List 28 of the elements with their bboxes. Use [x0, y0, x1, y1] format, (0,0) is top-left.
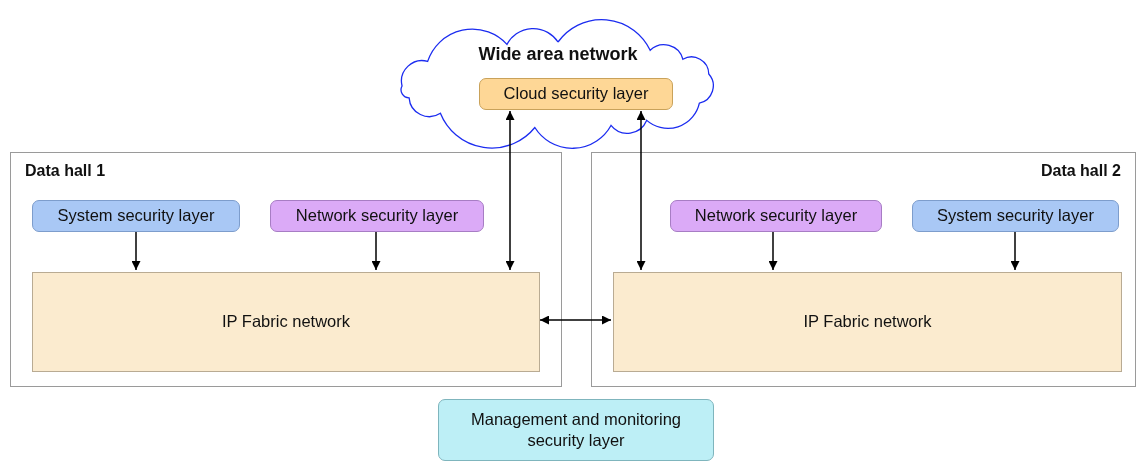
- box-label: Network security layer: [295, 205, 459, 227]
- layer-box: [479, 78, 673, 110]
- arrow: [1010, 231, 1020, 271]
- data-hall-panel: [10, 152, 562, 387]
- network-box: [32, 272, 540, 372]
- layer-box: [270, 200, 484, 232]
- arrow: [636, 110, 646, 271]
- layer-box: [912, 200, 1119, 232]
- cloud-heading: Wide area network: [477, 44, 639, 65]
- layer-box: [32, 200, 240, 232]
- box-label: System security layer: [57, 205, 215, 227]
- box-label: System security layer: [937, 205, 1094, 227]
- arrow: [768, 231, 778, 271]
- panel-heading: Data hall 2: [1040, 162, 1121, 180]
- box-label: Management and monitoring security layer: [469, 408, 682, 451]
- box-label: IP Fabric network: [803, 311, 932, 333]
- panel-heading: Data hall 1: [25, 162, 106, 180]
- layer-box: [438, 399, 714, 461]
- arrow: [371, 231, 381, 271]
- arrow: [131, 231, 141, 271]
- layer-box: [670, 200, 882, 232]
- box-label: IP Fabric network: [221, 311, 351, 333]
- network-box: [613, 272, 1122, 372]
- box-label: Cloud security layer: [503, 83, 649, 105]
- box-label: Network security layer: [694, 205, 858, 227]
- arrow: [539, 315, 612, 325]
- arrow: [505, 110, 515, 271]
- data-hall-panel: [591, 152, 1136, 387]
